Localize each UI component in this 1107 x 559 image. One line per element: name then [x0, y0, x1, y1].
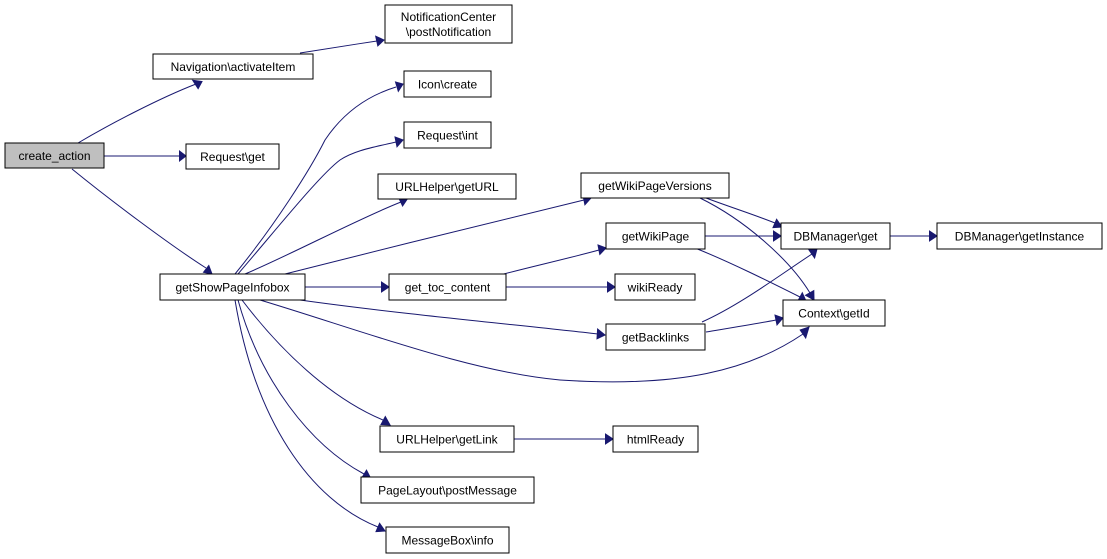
node-label: URLHelper\getLink — [396, 433, 498, 447]
node-label: DBManager\getInstance — [955, 230, 1085, 244]
node-label: MessageBox\info — [401, 534, 493, 548]
edge-versions-to-context-getid — [699, 197, 815, 301]
node-label: URLHelper\getURL — [395, 180, 499, 194]
node-get-wiki-page[interactable]: getWikiPage — [605, 222, 706, 250]
node-wiki-ready[interactable]: wikiReady — [614, 273, 696, 301]
edge-toc-to-wikiready — [506, 281, 616, 293]
node-label: PageLayout\postMessage — [378, 484, 517, 498]
node-label: getShowPageInfobox — [175, 281, 289, 295]
edge-getwikipage-to-dbmanager-get — [705, 230, 782, 242]
node-label: wikiReady — [627, 281, 683, 295]
node-label-line-2: \postNotification — [406, 25, 491, 39]
edge-versions-to-dbmanager-get — [705, 197, 783, 229]
edge-create-action-to-request-get — [104, 149, 187, 163]
edge-activate-item-to-post-notification — [299, 35, 385, 54]
node-urlhelper-get-link[interactable]: URLHelper\getLink — [379, 425, 515, 453]
nodes: create_action Navigation\activateItem No… — [4, 4, 1103, 554]
edge-getlink-to-htmlready — [514, 433, 614, 445]
edge-infobox-to-getlink — [241, 299, 391, 426]
edge-getwikipage-to-context-getid — [694, 247, 807, 302]
node-urlhelper-get-url[interactable]: URLHelper\getURL — [377, 173, 517, 200]
node-get-toc-content[interactable]: get_toc_content — [388, 273, 507, 301]
node-label: DBManager\get — [793, 230, 878, 244]
node-label: Request\int — [417, 129, 478, 143]
node-context-get-id[interactable]: Context\getId — [782, 299, 886, 327]
node-get-wiki-page-versions[interactable]: getWikiPageVersions — [580, 172, 730, 199]
edge-infobox-to-toc — [305, 281, 390, 293]
node-label: Navigation\activateItem — [171, 60, 296, 74]
node-label: Request\get — [200, 150, 265, 164]
edge-infobox-to-postmessage — [237, 299, 372, 480]
node-label: getBacklinks — [622, 331, 689, 345]
node-label: getWikiPage — [622, 230, 690, 244]
node-html-ready[interactable]: htmlReady — [612, 425, 699, 453]
edge-infobox-to-icon-create — [234, 81, 404, 275]
edge-infobox-to-request-int — [237, 136, 404, 275]
edge-infobox-to-wikipageversions — [284, 194, 592, 275]
edge-create-action-to-activate-item — [77, 79, 203, 144]
edge-infobox-to-geturl — [244, 196, 409, 275]
node-label-line-1: NotificationCenter — [401, 10, 496, 24]
node-navigation-activate-item[interactable]: Navigation\activateItem — [152, 53, 314, 80]
node-label: get_toc_content — [405, 281, 491, 295]
edge-infobox-to-backlinks — [299, 299, 606, 340]
edge-infobox-to-messagebox-info — [234, 299, 386, 533]
node-icon-create[interactable]: Icon\create — [403, 70, 492, 98]
edge-infobox-to-context-getid — [259, 299, 810, 383]
node-label: Icon\create — [418, 78, 478, 92]
node-label: create_action — [18, 149, 90, 163]
node-label: htmlReady — [627, 433, 684, 447]
node-label: Context\getId — [798, 307, 869, 321]
node-request-get[interactable]: Request\get — [185, 143, 280, 170]
node-messagebox-info[interactable]: MessageBox\info — [385, 526, 510, 554]
edge-backlinks-to-context-getid — [705, 314, 784, 333]
node-dbmanager-get-instance[interactable]: DBManager\getInstance — [936, 222, 1103, 250]
edge-toc-to-getwikipage — [499, 244, 607, 276]
node-label: getWikiPageVersions — [598, 179, 711, 193]
node-get-backlinks[interactable]: getBacklinks — [605, 323, 706, 351]
node-create-action[interactable]: create_action — [4, 142, 105, 169]
node-pagelayout-post-message[interactable]: PageLayout\postMessage — [360, 476, 535, 504]
node-request-int[interactable]: Request\int — [403, 121, 492, 149]
node-dbmanager-get[interactable]: DBManager\get — [780, 222, 891, 250]
edge-create-action-to-show-infobox — [71, 168, 213, 275]
edge-dbmanager-get-to-getinstance — [890, 230, 938, 242]
node-get-show-page-infobox[interactable]: getShowPageInfobox — [159, 273, 306, 301]
node-notification-center-post-notification[interactable]: NotificationCenter \postNotification — [384, 4, 513, 44]
